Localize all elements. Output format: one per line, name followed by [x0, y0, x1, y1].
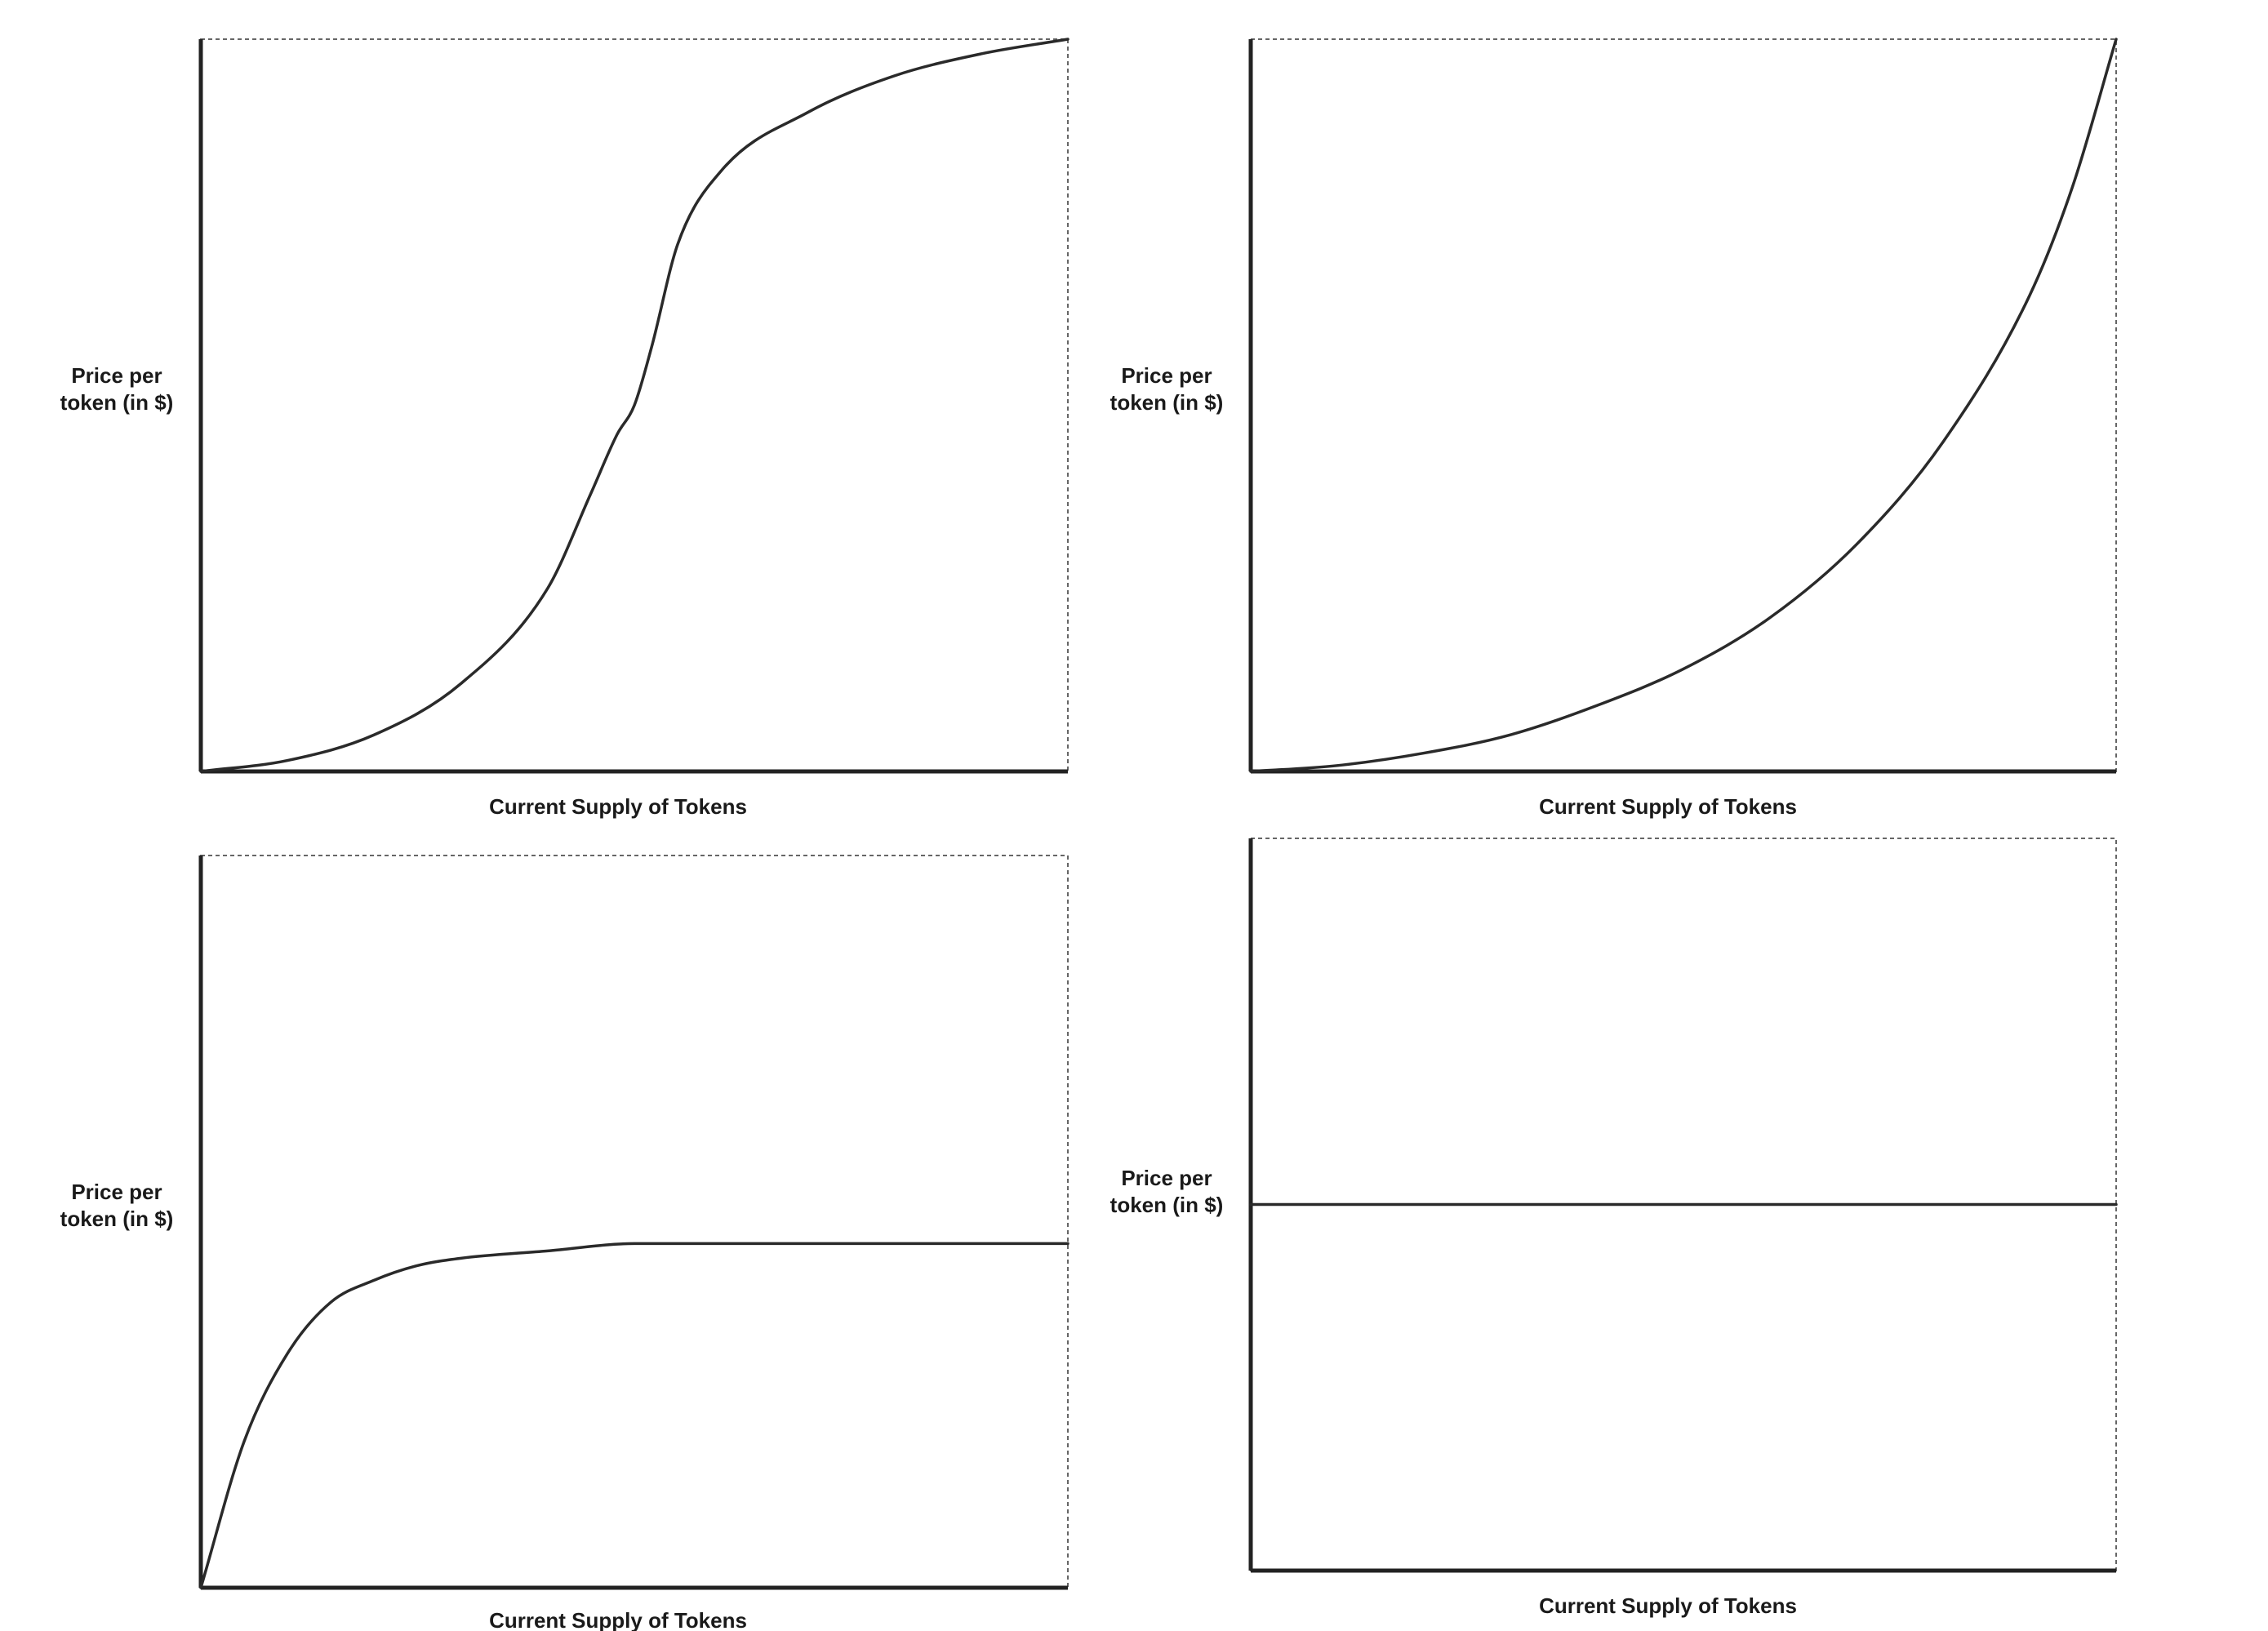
- chart-panel-logarithmic: Price per token (in $) Current Supply of…: [60, 855, 1070, 1631]
- y-axis-label-line-2: token (in $): [1110, 390, 1224, 415]
- plot-area-border: [1250, 38, 2117, 772]
- x-axis-label: Current Supply of Tokens: [489, 794, 747, 819]
- y-axis-label-line-2: token (in $): [60, 1207, 174, 1231]
- x-axis-label: Current Supply of Tokens: [1539, 794, 1797, 819]
- y-axis-label-line-2: token (in $): [60, 390, 174, 415]
- chart-panel-sigmoid: Price per token (in $) Current Supply of…: [60, 38, 1070, 819]
- y-axis-label-line-1: Price per: [1121, 363, 1212, 388]
- curve-line: [199, 1242, 1070, 1589]
- chart-panel-exponential: Price per token (in $) Current Supply of…: [1110, 38, 2118, 819]
- curve-line: [199, 38, 1070, 773]
- x-axis-label: Current Supply of Tokens: [1539, 1593, 1797, 1618]
- chart-panel-constant: Price per token (in $) Current Supply of…: [1110, 838, 2118, 1618]
- curve-line: [1249, 38, 2118, 773]
- y-axis-label-line-1: Price per: [71, 363, 162, 388]
- y-axis-label-line-2: token (in $): [1110, 1193, 1224, 1217]
- plot-area-border: [200, 855, 1069, 1589]
- y-axis-label-line-1: Price per: [71, 1180, 162, 1204]
- x-axis-label: Current Supply of Tokens: [489, 1608, 747, 1631]
- y-axis-label-line-1: Price per: [1121, 1166, 1212, 1190]
